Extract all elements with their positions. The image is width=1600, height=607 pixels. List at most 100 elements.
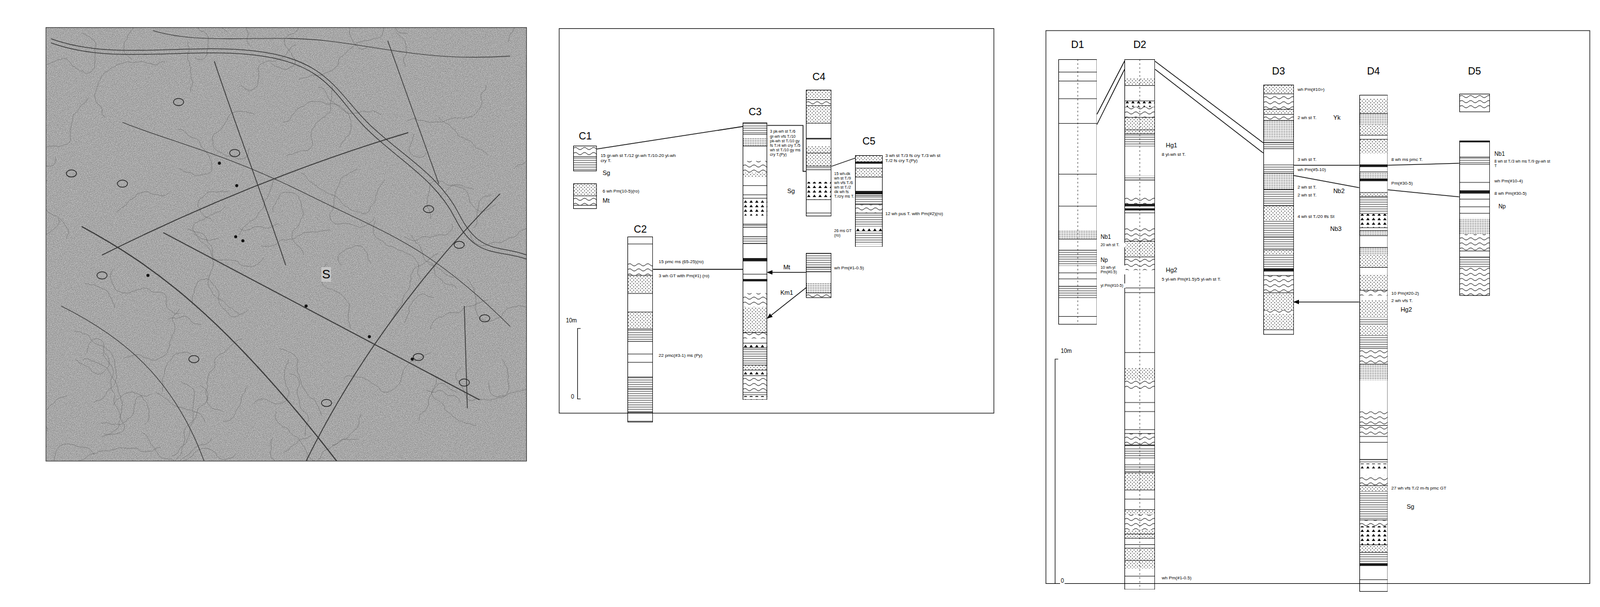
annotation-text: 22 pmc(#3-1) ms (Py) — [657, 352, 741, 359]
annotation-text: Hg1 — [1165, 141, 1178, 150]
contour-line — [45, 206, 69, 239]
correlation-line — [1154, 60, 1264, 143]
bed-boundary — [1359, 138, 1389, 140]
stratigraphic-column: C4 — [805, 71, 832, 298]
stratigraphic-column: D5 — [1459, 65, 1490, 296]
bed-boundary — [1459, 206, 1490, 208]
bed-boundary — [1124, 133, 1155, 134]
lithology-fill — [805, 181, 832, 200]
bed-boundary — [1359, 544, 1389, 546]
contour-line — [84, 283, 115, 308]
contour-line — [116, 190, 170, 212]
contour-line — [338, 245, 372, 266]
lithology-column — [1124, 59, 1155, 591]
contour-lines — [45, 27, 527, 462]
bed-boundary — [742, 133, 767, 135]
contour-line — [508, 27, 527, 43]
bed-boundary — [1263, 189, 1294, 190]
contour-line — [72, 447, 161, 462]
annotation-text: 6 wh Pm(10-5)(ro) — [602, 188, 640, 194]
column-body — [1058, 59, 1098, 325]
stratigraphic-column: C3 — [742, 106, 767, 400]
contour-line — [45, 97, 89, 181]
geologic-map — [21, 0, 566, 507]
lithology-fill — [1359, 255, 1389, 268]
lithology-fill — [1359, 274, 1389, 291]
bed-boundary — [742, 194, 767, 195]
annotation-text: 27 wh vfs T./2 m-fs pmc GT — [1391, 485, 1454, 491]
column-body — [1263, 84, 1294, 335]
bed-boundary — [1359, 178, 1389, 180]
bed-boundary — [805, 199, 832, 200]
bed-boundary — [1263, 148, 1294, 150]
annotation-text: 3 wh st T./3 fs cry T./3 wh st T./2 fs c… — [884, 153, 947, 164]
annotation-text: 12 wh pus T. with Pm(#2)(ro) — [884, 211, 947, 217]
lithology-band — [742, 258, 767, 261]
contour-line — [395, 32, 407, 68]
contour-line — [260, 229, 330, 247]
lithology-fill — [805, 89, 832, 100]
lithology-fill — [1263, 142, 1294, 150]
contour-line — [298, 27, 384, 80]
bed-boundary — [1263, 268, 1294, 269]
lithology-fill — [742, 137, 767, 147]
contour-line — [307, 438, 359, 461]
contour-line — [470, 219, 527, 246]
bed-boundary — [742, 375, 767, 377]
column-outline — [1125, 59, 1155, 590]
lithology-fill — [1459, 267, 1490, 279]
column-body — [627, 236, 653, 423]
lithology-fill — [1263, 84, 1294, 94]
correlation-line — [1293, 164, 1360, 166]
stratigraphic-column: C1 — [573, 130, 597, 209]
column-label: C1 — [573, 130, 597, 142]
bed-boundary — [855, 176, 883, 178]
lithology-fill — [805, 146, 832, 154]
annotation-text: 26 ms GT (ro) — [833, 228, 856, 238]
contour-line — [403, 224, 453, 241]
map-label: S — [321, 267, 331, 282]
lithology-fill — [742, 375, 767, 392]
bed-boundary — [742, 185, 767, 186]
correlation-line — [1387, 163, 1460, 166]
annotation-text: 8 wh st T./3 wh ms T./9 gy-wh st T — [1493, 159, 1551, 169]
contour-line — [110, 268, 180, 314]
lithology-fill — [742, 369, 767, 376]
lithology-column — [1359, 94, 1389, 592]
bed-boundary — [1359, 552, 1389, 553]
contour-line — [100, 393, 152, 425]
bed-boundary — [855, 203, 883, 205]
bed-boundary — [1459, 157, 1490, 158]
bed-boundary — [1263, 205, 1294, 207]
lithology-band — [1359, 563, 1389, 566]
contour-line — [279, 349, 322, 416]
bed-boundary — [1359, 195, 1389, 197]
annotation-text: 4 wh st T./20 tfs St — [1296, 214, 1354, 220]
edge-label: Mt — [782, 263, 791, 271]
lithology-band — [805, 137, 832, 139]
contour-line — [321, 263, 351, 329]
lithology-fill — [855, 204, 883, 213]
contour-line — [391, 253, 439, 320]
annotation-text: 8 wh ms pmc T. — [1391, 157, 1424, 163]
bed-boundary — [1263, 109, 1294, 110]
contour-line — [187, 228, 240, 315]
contour-line — [404, 294, 435, 324]
lithology-fill — [1263, 313, 1294, 330]
annotation-text: wh Pm(#1-0.5) — [833, 265, 876, 271]
contour-line — [74, 331, 117, 403]
lithology-fill — [855, 168, 883, 178]
contour-line — [380, 27, 408, 34]
contour-line — [45, 218, 60, 303]
annotation-text: 8 wh Pm(#30-5) — [1493, 190, 1528, 196]
lithology-fill — [742, 224, 767, 228]
lithology-fill — [627, 262, 653, 276]
lithology-fill — [742, 172, 767, 178]
bed-boundary — [1359, 290, 1389, 291]
annotation-text: 2 wh st T. — [1296, 184, 1318, 190]
column-outline — [1263, 84, 1294, 335]
contour-line — [439, 184, 474, 198]
annotation-text: 3 wh GT with Pm(#1) (ro) — [657, 273, 741, 279]
scale-bars — [577, 328, 1059, 584]
column-body — [1124, 59, 1155, 591]
